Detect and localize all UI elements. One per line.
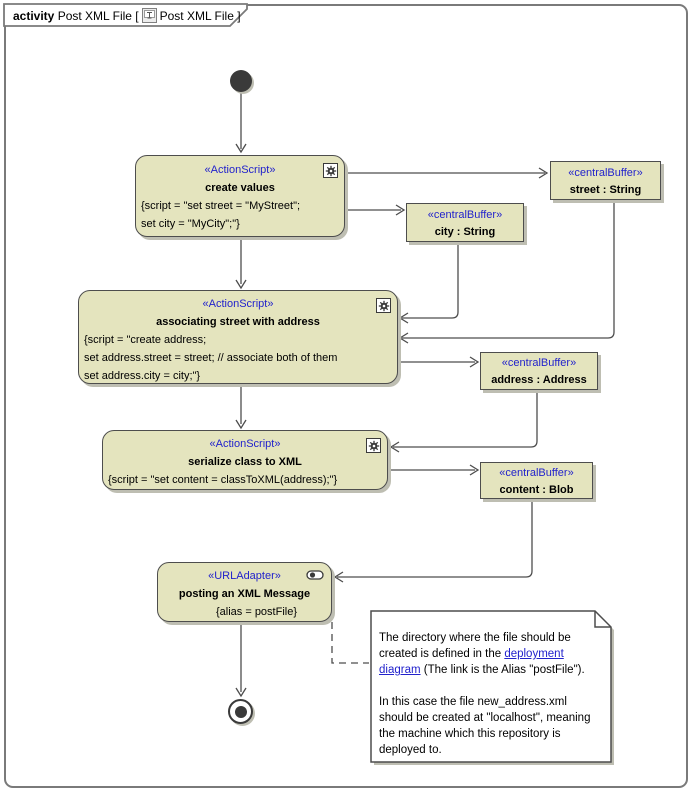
stereotype-label: «ActionScript»	[209, 438, 281, 450]
activity-diagram-icon	[141, 8, 157, 26]
frame-tab-label: activity Post XML File [ Post XML File ]	[13, 8, 241, 26]
action-name: create values	[205, 182, 275, 194]
edge-street-to-associating[interactable]	[398, 200, 615, 344]
adapter-icon	[306, 570, 324, 580]
stereotype-label: «centralBuffer»	[499, 467, 574, 479]
action-associating-street-with-address[interactable]: «ActionScript» associating street with a…	[78, 290, 398, 384]
note-text-segment: (The link is the Alias "postFile").	[420, 664, 585, 676]
note[interactable]: The directory where the file should be c…	[370, 610, 616, 767]
edge-urladapter-to-final[interactable]	[235, 622, 247, 698]
gear-icon	[376, 298, 391, 313]
buffer-name: city : String	[434, 226, 496, 238]
stereotype-label: «centralBuffer»	[501, 357, 577, 369]
diagram-frame	[4, 4, 688, 788]
stereotype-label: «centralBuffer»	[568, 167, 643, 179]
action-name: associating street with address	[156, 316, 320, 328]
note-paragraph-1: The directory where the file should be c…	[379, 630, 603, 678]
note-anchor-dashed-line[interactable]	[331, 622, 369, 664]
deployment-diagram-link[interactable]: deployment diagram	[379, 648, 564, 676]
stereotype-label: «centralBuffer»	[427, 209, 503, 221]
edge-associating-to-address[interactable]	[398, 356, 480, 368]
stereotype-label: «ActionScript»	[202, 298, 274, 310]
action-posting-an-xml-message[interactable]: «URLAdapter» posting an XML Message {ali…	[157, 562, 332, 622]
centralbuffer-city[interactable]: «centralBuffer» city : String	[406, 203, 524, 242]
gear-icon	[323, 163, 338, 178]
script-line: set city = "MyCity";"}	[141, 218, 240, 230]
action-name: serialize class to XML	[188, 456, 302, 468]
edge-address-to-serialize[interactable]	[389, 390, 538, 453]
edge-serialize-to-content[interactable]	[388, 464, 480, 476]
edge-create-values-to-city[interactable]	[346, 204, 406, 216]
note-paragraph-2: In this case the file new_address.xml sh…	[379, 696, 591, 756]
edge-create-values-to-street[interactable]	[346, 167, 549, 179]
tag-value: {alias = postFile}	[215, 606, 298, 618]
stereotype-label: «URLAdapter»	[208, 570, 281, 582]
frame-tab	[3, 3, 248, 27]
centralbuffer-street[interactable]: «centralBuffer» street : String	[550, 161, 661, 200]
activity-final-node[interactable]	[228, 699, 253, 724]
centralbuffer-address[interactable]: «centralBuffer» address : Address	[480, 352, 598, 390]
buffer-name: street : String	[569, 184, 642, 196]
action-name: posting an XML Message	[178, 588, 311, 600]
note-outline	[370, 610, 614, 765]
frame-title: Post XML File [	[57, 9, 139, 23]
script-line: {script = "set content = classToXML(addr…	[108, 474, 338, 486]
stereotype-label: «ActionScript»	[204, 164, 276, 176]
centralbuffer-content[interactable]: «centralBuffer» content : Blob	[480, 462, 593, 499]
note-text: The directory where the file should be c…	[379, 630, 603, 774]
edge-initial-to-create-values[interactable]	[235, 92, 247, 154]
edge-content-to-urladapter[interactable]	[333, 499, 533, 583]
buffer-name: address : Address	[491, 374, 587, 386]
edge-create-values-to-associating[interactable]	[235, 237, 247, 290]
action-create-values[interactable]: «ActionScript» create values {script = "…	[135, 155, 345, 237]
edge-associating-to-serialize[interactable]	[235, 384, 247, 430]
activity-final-node-dot	[234, 705, 247, 718]
edge-city-to-associating[interactable]	[398, 242, 459, 324]
gear-icon	[366, 438, 381, 453]
frame-title-close: Post XML File ]	[159, 9, 241, 23]
script-line: set address.city = city;"}	[84, 370, 201, 382]
note-text-segment: The directory where the file should be c…	[379, 632, 571, 660]
script-line: {script = "create address;	[84, 334, 207, 346]
script-line: set address.street = street; // associat…	[84, 352, 338, 364]
action-serialize-class-to-xml[interactable]: «ActionScript» serialize class to XML {s…	[102, 430, 388, 490]
script-line: {script = "set street = "MyStreet";	[141, 200, 301, 212]
frame-kind-keyword: activity	[13, 9, 55, 23]
initial-node[interactable]	[230, 70, 252, 92]
buffer-name: content : Blob	[499, 484, 574, 496]
